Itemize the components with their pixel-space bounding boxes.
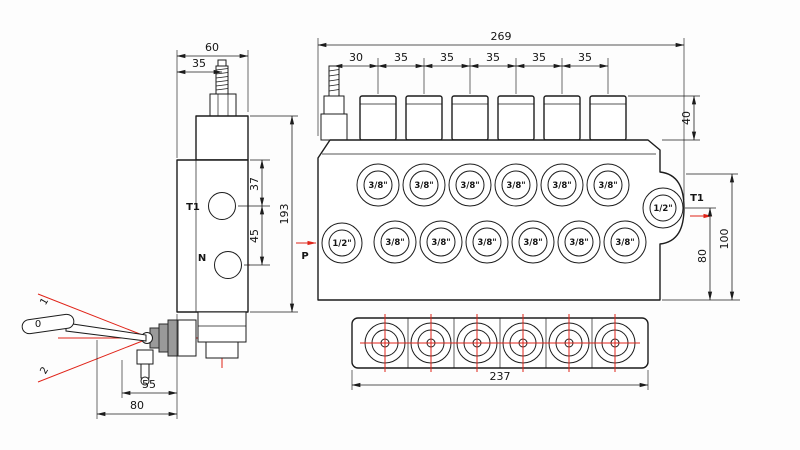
lever-pos-1: 1 xyxy=(38,296,51,307)
port-label: 3/8" xyxy=(552,181,571,191)
port-label: 3/8" xyxy=(615,238,634,248)
drain-fitting xyxy=(136,349,154,386)
front-bottom-dimension: 237 xyxy=(351,370,649,390)
spool-end xyxy=(452,314,502,372)
port-label: 3/8" xyxy=(460,181,479,191)
dim-193-label: 193 xyxy=(278,204,291,225)
t1-label-front: T1 xyxy=(690,193,704,204)
port-t1-side xyxy=(208,192,236,220)
dim-80-label: 80 xyxy=(130,399,144,412)
side-view: T1 N 0 1 2 xyxy=(21,41,298,419)
dim-35-label: 35 xyxy=(440,51,454,64)
spool-end xyxy=(360,314,410,372)
dim-35-label: 35 xyxy=(486,51,500,64)
dim-30-label: 30 xyxy=(349,51,363,64)
dim-37-label: 37 xyxy=(248,177,261,191)
port-label: 1/2" xyxy=(332,239,351,249)
dim-35-label: 35 xyxy=(394,51,408,64)
relief-screw-side xyxy=(209,59,237,117)
dim-60-label: 60 xyxy=(205,41,219,54)
outlet-port: 1/2" xyxy=(642,187,684,229)
dim-40-label: 40 xyxy=(680,111,693,125)
port-label: 3/8" xyxy=(431,238,450,248)
port-n-label: N xyxy=(198,253,206,264)
lever-bracket xyxy=(177,319,197,357)
spool-end xyxy=(590,314,640,372)
port-label: 3/8" xyxy=(368,181,387,191)
port-label: 1/2" xyxy=(653,204,672,214)
lever-assembly: 0 1 2 xyxy=(21,293,197,386)
dim-45-label: 45 xyxy=(248,229,261,243)
port-label: 3/8" xyxy=(414,181,433,191)
port-label: 3/8" xyxy=(477,238,496,248)
spool-end xyxy=(498,314,548,372)
dim-237-label: 237 xyxy=(490,370,511,383)
dim-35-label: 35 xyxy=(192,57,206,70)
valve-body-front xyxy=(317,139,685,301)
port-label: 3/8" xyxy=(598,181,617,191)
inlet-port: 1/2" xyxy=(321,222,363,264)
side-view-dimensions: 60 35 37 45 193 55 80 xyxy=(96,41,298,419)
section-caps xyxy=(359,95,627,141)
port-label: 3/8" xyxy=(506,181,525,191)
front-right-dimensions: 40 80 100 xyxy=(628,95,740,301)
dim-80-label: 80 xyxy=(696,249,709,263)
front-view: 3/8" 3/8" 3/8" 3/8" 3/8" 3/8" 3/8" 3/8" … xyxy=(296,30,740,390)
lever-pos-0: 0 xyxy=(35,319,41,330)
dim-100-label: 100 xyxy=(718,229,731,250)
dim-269-label: 269 xyxy=(491,30,512,43)
bottom-spool-strip xyxy=(351,314,649,372)
dim-35-label: 35 xyxy=(578,51,592,64)
port-label: 3/8" xyxy=(569,238,588,248)
dim-35-label: 35 xyxy=(532,51,546,64)
boot-band xyxy=(158,323,169,353)
relief-screw-front xyxy=(320,65,348,141)
port-n-side xyxy=(214,251,242,279)
dim-55-label: 55 xyxy=(142,378,156,391)
spool-end xyxy=(544,314,594,372)
p-label: P xyxy=(301,251,308,262)
bottom-port-row: 3/8" 3/8" 3/8" 3/8" 3/8" 3/8" xyxy=(373,220,647,264)
port-label: 3/8" xyxy=(385,238,404,248)
lever-rod xyxy=(65,322,147,342)
boot-band xyxy=(167,319,179,357)
port-t1-label: T1 xyxy=(186,202,200,213)
lever-pos-2: 2 xyxy=(38,365,51,376)
valve-body-side xyxy=(176,115,249,359)
top-port-row: 3/8" 3/8" 3/8" 3/8" 3/8" 3/8" xyxy=(356,163,630,207)
spool-end xyxy=(406,314,456,372)
port-label: 3/8" xyxy=(523,238,542,248)
front-top-dimensions: 269 30 35 35 35 35 35 xyxy=(317,30,685,200)
lever-grip xyxy=(21,313,75,335)
